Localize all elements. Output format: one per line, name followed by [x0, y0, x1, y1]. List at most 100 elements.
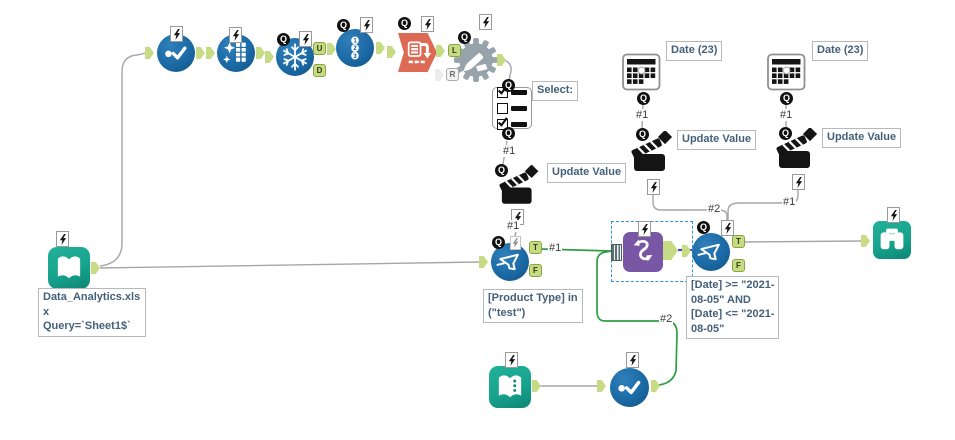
lightning-anchor[interactable] [505, 352, 518, 368]
wire-input-to-prep-chain[interactable] [99, 52, 147, 267]
lightning-anchor[interactable] [647, 179, 660, 195]
tool-input-data-secondary[interactable] [489, 366, 531, 408]
connection-label: #1 [548, 242, 563, 254]
annotation-update-value-date1[interactable]: Update Value [677, 130, 757, 150]
wire-input-to-filter-product[interactable] [99, 261, 480, 269]
question-anchor[interactable]: Q [502, 127, 515, 140]
annotation-filter-date[interactable]: [Date] >= "2021- 08-05" AND [Date] <= "2… [686, 276, 780, 340]
output-anchor[interactable] [436, 45, 445, 57]
question-anchor[interactable]: Q [495, 164, 508, 177]
clapperboard-diamond-icon [631, 131, 673, 171]
action-update-value-date1[interactable] [631, 131, 679, 177]
action-update-value-date2[interactable] [776, 128, 824, 174]
wire-gear-macro-to-listbox[interactable] [503, 59, 512, 81]
annotation-line: Data_Analytics.xls [43, 291, 141, 303]
tool-record-id[interactable]: 1 2 3 [336, 29, 374, 67]
unique-output-anchor-d[interactable]: D [313, 64, 326, 77]
input-anchor[interactable] [265, 51, 274, 63]
annotation-filter-product[interactable]: [Product Type] in ("test") [483, 289, 583, 324]
tool-unique[interactable] [276, 38, 314, 76]
input-anchor[interactable] [479, 256, 488, 268]
tool-check-circle-bottom[interactable] [610, 368, 649, 407]
lightning-anchor[interactable] [479, 14, 492, 30]
interface-list-box[interactable] [492, 84, 532, 130]
wire-check-tool-to-macro[interactable] [596, 250, 678, 386]
annotation-select[interactable]: Select: [532, 81, 579, 101]
lightning-anchor[interactable] [360, 17, 373, 33]
question-anchor[interactable]: Q [780, 92, 793, 105]
annotation-date-2[interactable]: Date (23) [812, 41, 869, 61]
output-anchor[interactable] [376, 42, 385, 54]
output-anchor[interactable] [532, 380, 541, 392]
interface-date-2[interactable] [767, 53, 806, 91]
lightning-anchor[interactable] [510, 236, 521, 250]
input-anchor[interactable] [145, 47, 154, 59]
dot-check-icon [618, 380, 641, 395]
lightning-anchor[interactable] [56, 231, 69, 247]
lightning-anchor[interactable] [229, 27, 242, 43]
gear-input-anchor-l[interactable]: L [448, 44, 461, 57]
input-anchor[interactable] [206, 47, 215, 59]
lightning-anchor[interactable] [299, 31, 312, 47]
input-anchor[interactable] [861, 235, 870, 247]
question-anchor[interactable]: Q [458, 31, 471, 44]
question-anchor[interactable]: Q [697, 221, 710, 234]
output-anchor[interactable] [196, 47, 205, 59]
input-anchor[interactable] [327, 43, 336, 55]
macro-output-anchor[interactable] [663, 241, 678, 260]
filter-false-anchor[interactable]: F [732, 259, 745, 272]
clapperboard-diamond-icon [499, 165, 539, 204]
action-update-value-listbox[interactable] [499, 165, 545, 210]
output-anchor[interactable] [497, 54, 506, 66]
wire-action-date2-to-filter-date[interactable] [727, 189, 799, 222]
output-anchor[interactable] [91, 262, 100, 274]
annotation-line: [Date] >= "2021- [691, 279, 775, 291]
question-anchor[interactable]: Q [502, 79, 515, 92]
lightning-anchor[interactable] [638, 221, 651, 237]
interface-date-1[interactable] [622, 53, 661, 91]
annotation-line: Update Value [827, 131, 897, 143]
filter-true-anchor[interactable]: T [732, 235, 745, 248]
lightning-anchor[interactable] [421, 16, 434, 32]
annotation-date-1[interactable]: Date (23) [666, 41, 723, 61]
question-anchor[interactable]: Q [636, 128, 649, 141]
tool-browse[interactable] [873, 221, 911, 259]
unique-output-anchor-u[interactable]: U [313, 42, 326, 55]
lightning-anchor[interactable] [887, 207, 900, 223]
annotation-update-value-listbox[interactable]: Update Value [547, 163, 627, 183]
filter-true-anchor[interactable]: T [529, 241, 542, 254]
tool-filter-date[interactable] [692, 233, 730, 271]
annotation-update-value-date2[interactable]: Update Value [822, 128, 902, 148]
question-anchor[interactable]: Q [277, 33, 290, 46]
output-anchor[interactable] [256, 47, 265, 59]
input-anchor[interactable] [682, 245, 691, 257]
lightning-anchor[interactable] [170, 26, 183, 42]
funnel-icon [696, 243, 720, 260]
annotation-line: Update Value [682, 133, 752, 145]
question-anchor[interactable]: Q [492, 236, 505, 249]
question-anchor[interactable]: Q [337, 19, 350, 32]
question-anchor[interactable]: Q [398, 17, 411, 30]
input-anchor[interactable] [387, 46, 396, 58]
tool-input-data-main[interactable] [48, 247, 90, 289]
wire-filter-date-to-browse[interactable] [744, 240, 862, 243]
lightning-anchor[interactable] [721, 220, 734, 236]
macro-multi-input-anchor[interactable] [611, 244, 622, 261]
question-anchor[interactable]: Q [637, 92, 650, 105]
lightning-anchor[interactable] [792, 174, 805, 190]
wire-action-date1-to-filter-date[interactable] [652, 194, 728, 222]
output-anchor[interactable] [651, 380, 660, 392]
filter-false-anchor[interactable]: F [529, 264, 542, 277]
svg-text:3: 3 [353, 54, 357, 60]
annotation-line: [Date] <= "2021- [691, 308, 775, 321]
annotation-input-data[interactable]: Data_Analytics.xls x Query=`Sheet1$` [38, 288, 146, 337]
gear-input-anchor-r[interactable]: R [446, 68, 459, 81]
input-anchor[interactable] [597, 380, 606, 392]
input-anchor-unconnected[interactable] [435, 69, 444, 81]
tool-edit-macro-gear[interactable] [453, 37, 499, 83]
question-anchor[interactable]: Q [779, 127, 792, 140]
tool-batch-macro[interactable] [623, 232, 663, 272]
lightning-anchor[interactable] [626, 352, 639, 368]
tool-transform-orange[interactable] [398, 33, 437, 72]
